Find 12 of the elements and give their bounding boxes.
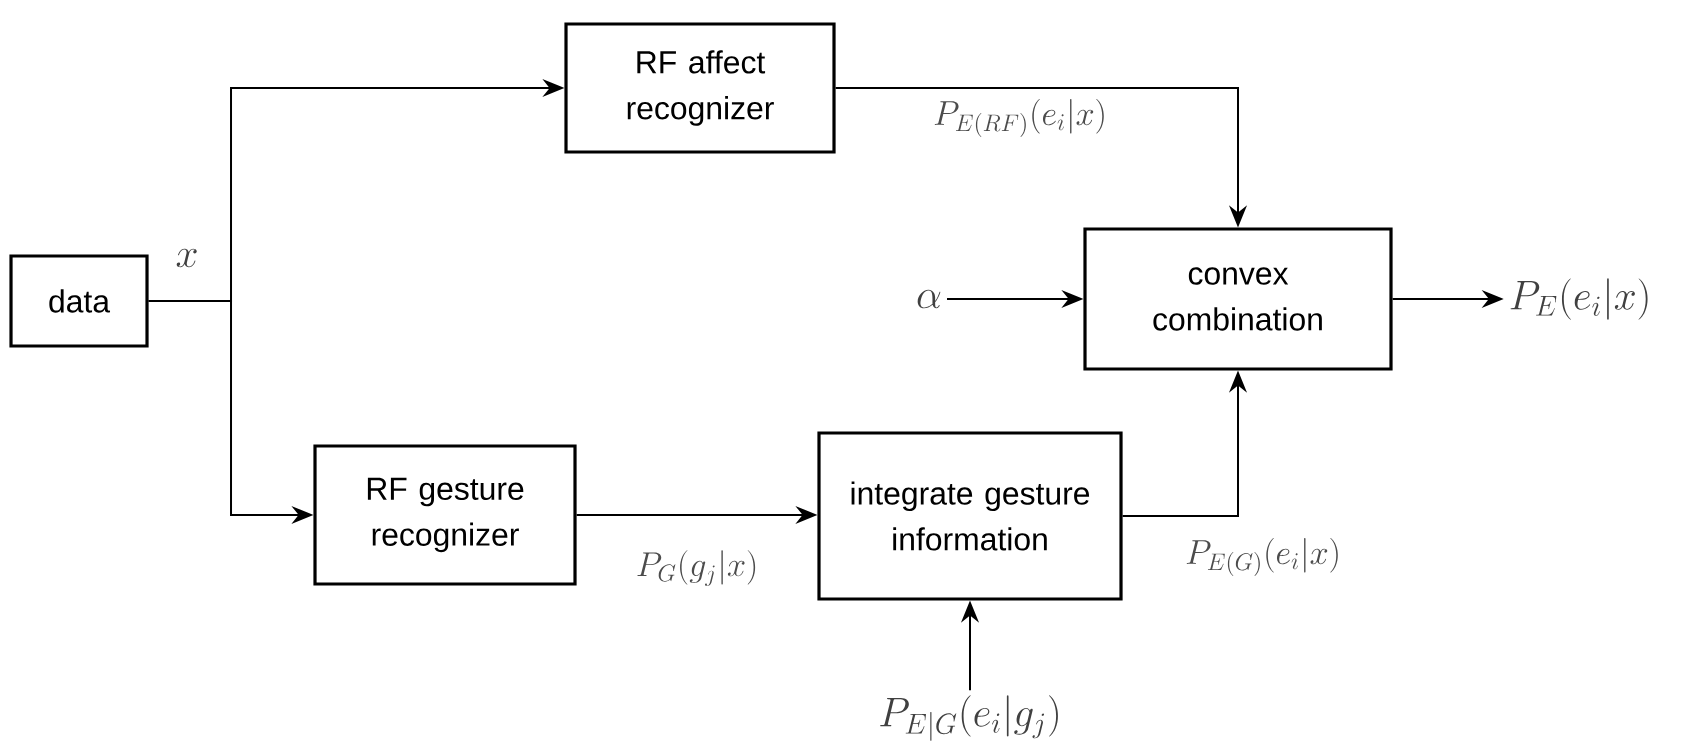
- edge-label: $P_{E(G)}(e_i|x)$: [1183, 536, 1343, 578]
- edge-label: $P_{E(RF)}(e_i|x)$: [931, 97, 1109, 139]
- process-box: RF affect recognizer: [564, 22, 836, 154]
- process-box: convex combination: [1083, 227, 1393, 371]
- edge-label: $P_G(g_j|x)$: [633, 548, 761, 588]
- process-box: data: [9, 254, 149, 348]
- process-box: integrate gesture information: [817, 431, 1123, 601]
- process-box: RF gesture recognizer: [313, 444, 577, 586]
- signal-label: $x$: [176, 248, 197, 268]
- signal-label: $P_E(e_i|x)$: [1510, 278, 1648, 320]
- signal-label: $\alpha$: [917, 289, 941, 309]
- signal-label: $P_{E|G}(e_i|g_j)$: [880, 695, 1058, 741]
